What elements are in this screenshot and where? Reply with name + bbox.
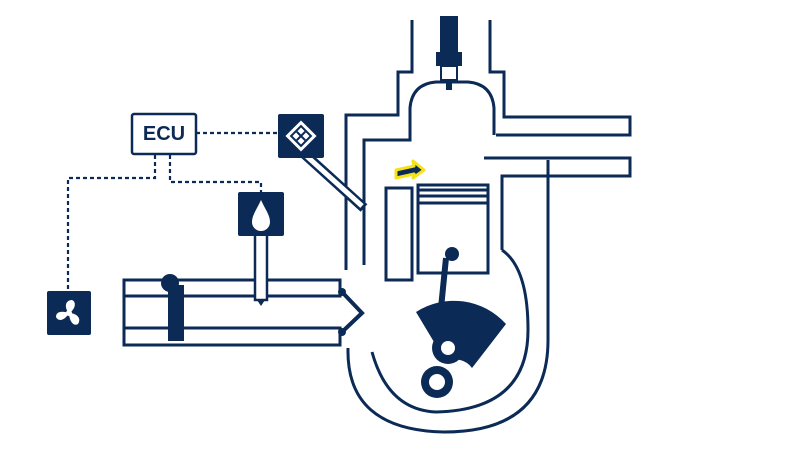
oil-injector-icon — [278, 114, 324, 158]
ecu-label: ECU — [143, 123, 185, 145]
combustion-chamber — [362, 80, 496, 265]
reed-valve — [340, 290, 365, 334]
cylinder-liner-left — [384, 186, 414, 282]
fuel-line — [253, 232, 269, 306]
intake-manifold — [122, 278, 342, 347]
control-wiring — [66, 131, 278, 295]
fan-icon — [47, 291, 91, 335]
piston — [416, 183, 490, 275]
spark-plug-housing — [344, 20, 632, 270]
crankcase-outer-wall — [346, 160, 550, 434]
fuel-drop-icon — [238, 192, 284, 236]
crankcase-inner-wall — [370, 248, 530, 414]
exhaust-port — [484, 156, 632, 250]
throttle-valve — [161, 274, 184, 341]
oil-injector-line — [296, 146, 368, 212]
crankshaft — [416, 257, 506, 398]
ecu-box: ECU — [130, 112, 198, 156]
spark-plug-icon — [436, 16, 462, 90]
flow-arrow-icon — [394, 159, 426, 180]
